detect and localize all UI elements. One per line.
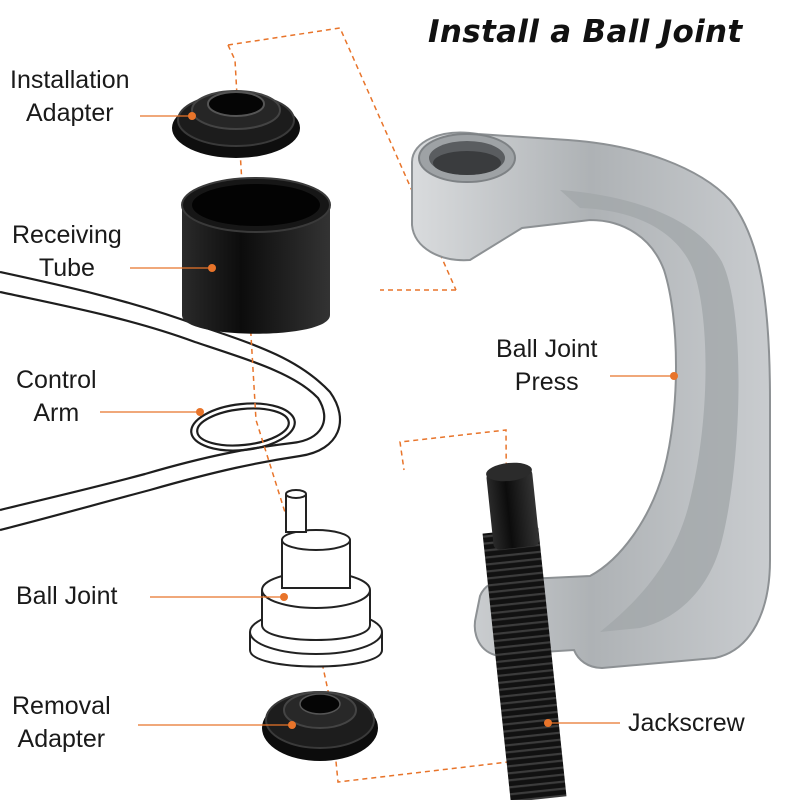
- receiving-tube-art: [181, 177, 331, 334]
- removal-adapter-line-2: Adapter: [17, 725, 106, 753]
- ball-joint-press-art: [411, 131, 771, 670]
- control-arm-label: Control Arm: [16, 364, 97, 430]
- removal-adapter-art: [262, 691, 378, 761]
- control-arm-line-1: Control: [16, 366, 97, 394]
- jackscrew-label: Jackscrew: [628, 707, 745, 740]
- page-title: Install a Ball Joint: [428, 14, 743, 50]
- ball-joint-label: Ball Joint: [16, 580, 117, 613]
- removal-adapter-label: Removal Adapter: [12, 690, 111, 756]
- receiving-tube-label: Receiving Tube: [12, 219, 122, 285]
- leader-lines: [100, 112, 678, 729]
- control-arm-line-2: Arm: [33, 399, 80, 427]
- installation-adapter-line-2: Adapter: [25, 99, 114, 127]
- ball-joint-press-line-1: Ball Joint: [496, 335, 598, 363]
- ball-joint-press-line-2: Press: [514, 368, 579, 396]
- control-arm-outline: [0, 270, 342, 532]
- ball-joint-art: [249, 489, 383, 668]
- installation-adapter-art: [172, 90, 300, 158]
- removal-adapter-line-1: Removal: [12, 692, 111, 720]
- ball-joint-line-1: Ball Joint: [16, 582, 118, 610]
- installation-adapter-label: Installation Adapter: [10, 64, 130, 130]
- receiving-tube-line-2: Tube: [38, 254, 95, 282]
- jackscrew-art: [482, 462, 567, 803]
- jackscrew-line-1: Jackscrew: [628, 709, 745, 737]
- installation-adapter-line-1: Installation: [10, 66, 130, 94]
- ball-joint-press-label: Ball Joint Press: [496, 333, 597, 399]
- receiving-tube-line-1: Receiving: [12, 221, 122, 249]
